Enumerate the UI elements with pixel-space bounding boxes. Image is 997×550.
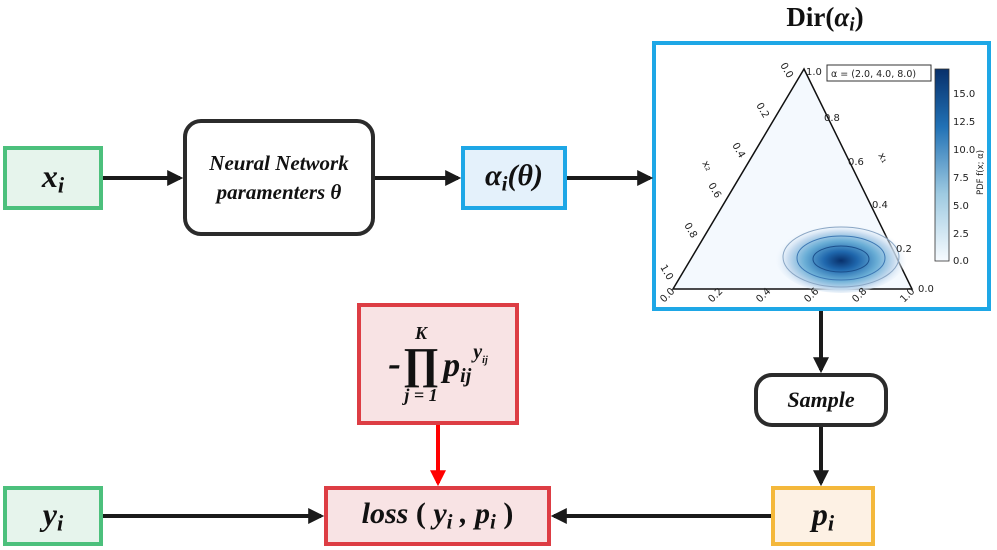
sample-box: Sample bbox=[754, 373, 888, 427]
product-lower: j = 1 bbox=[404, 385, 438, 405]
x-label: xi bbox=[41, 157, 65, 198]
input-x-box: xi bbox=[3, 146, 103, 210]
cbar-tick-4: 10.0 bbox=[953, 145, 975, 156]
contour-line bbox=[796, 235, 886, 281]
tick-left-3: 0.6 bbox=[705, 181, 722, 200]
product-term: pijyij bbox=[443, 340, 488, 387]
cbar-tick-3: 7.5 bbox=[953, 173, 969, 184]
legend-text: α = (2.0, 4.0, 8.0) bbox=[831, 69, 916, 80]
cbar-tick-1: 2.5 bbox=[953, 229, 969, 240]
loss-label: loss ( yi , pi ) bbox=[361, 497, 514, 534]
p-label: pi bbox=[811, 495, 835, 536]
tick-right-0: 0.0 bbox=[918, 284, 934, 295]
ternary-plot: 1.0 0.0 0.2 0.4 0.6 0.8 1.0 0.0 0.2 0.4 … bbox=[657, 61, 986, 305]
tick-right-2: 0.4 bbox=[872, 200, 888, 211]
cbar-tick-6: 15.0 bbox=[953, 89, 975, 100]
loss-box: loss ( yi , pi ) bbox=[324, 486, 551, 546]
product-upper: K bbox=[415, 323, 428, 343]
product-operator: K ∏ j = 1 bbox=[403, 324, 439, 404]
tick-right-1: 0.2 bbox=[896, 244, 912, 255]
contour-line bbox=[782, 226, 900, 288]
contour-line bbox=[812, 245, 870, 273]
sample-p-box: pi bbox=[771, 486, 875, 546]
target-y-box: yi bbox=[3, 486, 103, 546]
alpha-box: αi(θ) bbox=[461, 146, 567, 210]
nn-line-1: Neural Network bbox=[209, 151, 349, 176]
tick-right-4: 0.8 bbox=[824, 113, 840, 124]
axis-label-x1: x₁ bbox=[875, 151, 889, 165]
tick-left-5: 1.0 bbox=[657, 263, 674, 282]
nn-line-2: paramenters θ bbox=[216, 179, 342, 204]
tick-top: 1.0 bbox=[806, 67, 822, 78]
tick-left-2: 0.4 bbox=[729, 141, 746, 160]
neural-network-box: Neural Network paramenters θ bbox=[183, 119, 375, 236]
y-label: yi bbox=[42, 495, 64, 536]
tick-right-3: 0.6 bbox=[848, 157, 864, 168]
cbar-tick-0: 0.0 bbox=[953, 256, 969, 267]
dirichlet-plot-frame: 1.0 0.0 0.2 0.4 0.6 0.8 1.0 0.0 0.2 0.4 … bbox=[652, 41, 991, 311]
tick-left-0: 0.0 bbox=[777, 61, 794, 80]
likelihood-formula: - K ∏ j = 1 pijyij bbox=[388, 324, 487, 404]
sample-label: Sample bbox=[787, 387, 855, 412]
axis-label-x2: x₂ bbox=[699, 159, 713, 173]
colorbar-label: PDF f(x; α) bbox=[976, 150, 986, 195]
minus-sign: - bbox=[388, 343, 401, 385]
product-symbol: ∏ bbox=[402, 339, 440, 388]
cbar-tick-2: 5.0 bbox=[953, 201, 969, 212]
likelihood-box: - K ∏ j = 1 pijyij bbox=[357, 303, 519, 425]
density-blob bbox=[775, 221, 907, 293]
tick-left-1: 0.2 bbox=[753, 101, 770, 120]
legend-box bbox=[826, 64, 932, 82]
colorbar bbox=[934, 68, 950, 262]
tick-left-4: 0.8 bbox=[681, 221, 698, 240]
dirichlet-title: Dir(αi) bbox=[786, 2, 864, 36]
alpha-label: αi(θ) bbox=[484, 159, 543, 196]
cbar-tick-5: 12.5 bbox=[953, 117, 975, 128]
